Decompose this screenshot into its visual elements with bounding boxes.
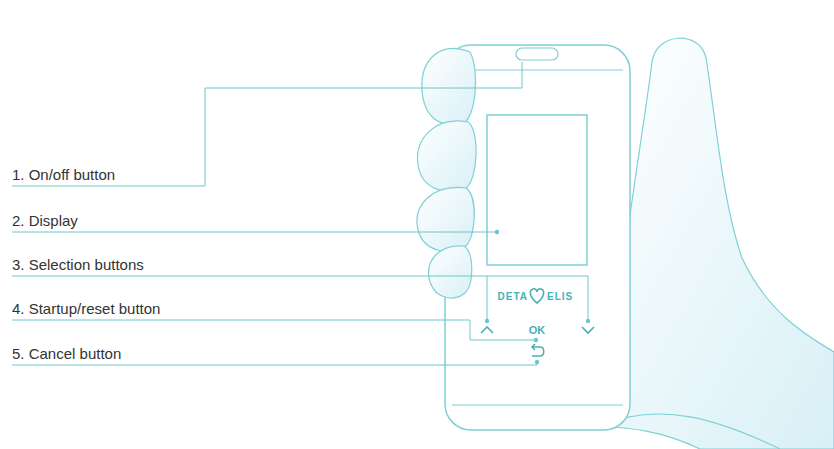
wrist-line (600, 414, 780, 449)
callout-label: 4. Startup/reset button (12, 300, 160, 317)
brand-name: DETA (498, 291, 528, 302)
cancel-arrow (532, 344, 544, 356)
power-button (516, 48, 558, 60)
callout-label: 2. Display (12, 212, 78, 229)
up-arrow-button (481, 327, 493, 333)
callout-label: 5. Cancel button (12, 345, 121, 362)
callout-label: 3. Selection buttons (12, 256, 144, 273)
hand-fingers (417, 48, 476, 298)
brand-name: ELIS (547, 291, 573, 302)
hand-palm (600, 38, 834, 449)
callout-label: 1. On/off button (12, 166, 115, 183)
leader-lines (12, 62, 588, 365)
leader-dots (485, 230, 590, 364)
device-band (452, 70, 623, 405)
heart-logo (530, 289, 543, 303)
down-arrow-button (582, 327, 594, 333)
button-label: OK (529, 324, 546, 336)
display-screen (487, 115, 587, 265)
